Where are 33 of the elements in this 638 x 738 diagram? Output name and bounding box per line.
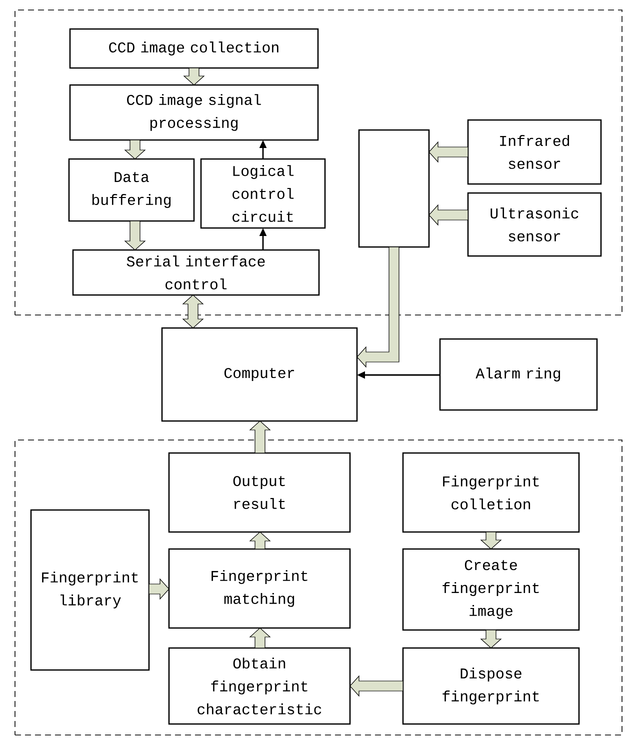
process-box: Fingerprint library <box>30 509 150 671</box>
block-arrow <box>182 294 204 328</box>
block-arrow <box>249 532 271 550</box>
process-box: Serial interface control <box>72 249 320 296</box>
block-arrow <box>249 420 271 454</box>
process-box: Ultrasonic sensor <box>467 192 602 257</box>
process-box: Fingerprint colletion <box>402 452 580 533</box>
process-box: Fingerprint matching <box>168 548 351 629</box>
process-box: Create fingerprint image <box>402 548 580 631</box>
process-box: Alarm ring <box>439 338 598 411</box>
process-box: Output result <box>168 452 351 533</box>
process-box: Data buffering <box>68 158 195 222</box>
block-arrow <box>480 532 502 550</box>
block-arrow <box>428 204 468 226</box>
block-arrow <box>124 140 146 160</box>
block-arrow <box>428 141 468 163</box>
process-box: Infrared sensor <box>467 119 602 185</box>
empty-box <box>358 129 430 248</box>
dashed-frame <box>14 10 622 316</box>
block-arrow <box>249 628 271 648</box>
block-arrow <box>148 578 170 600</box>
block-arrow <box>124 220 146 250</box>
block-arrow <box>356 246 400 368</box>
block-arrow <box>480 630 502 648</box>
process-box: CCD image signal processing <box>69 84 319 141</box>
dashed-frame <box>14 440 622 736</box>
process-box: Logical control circuit <box>200 158 326 229</box>
process-box: Dispose fingerprint <box>402 647 580 725</box>
block-arrow <box>183 68 205 86</box>
block-arrow <box>350 675 404 697</box>
process-box: CCD image collection <box>69 28 319 69</box>
process-box: Obtain fingerprint characteristic <box>168 647 351 725</box>
process-box: Computer <box>161 327 358 422</box>
